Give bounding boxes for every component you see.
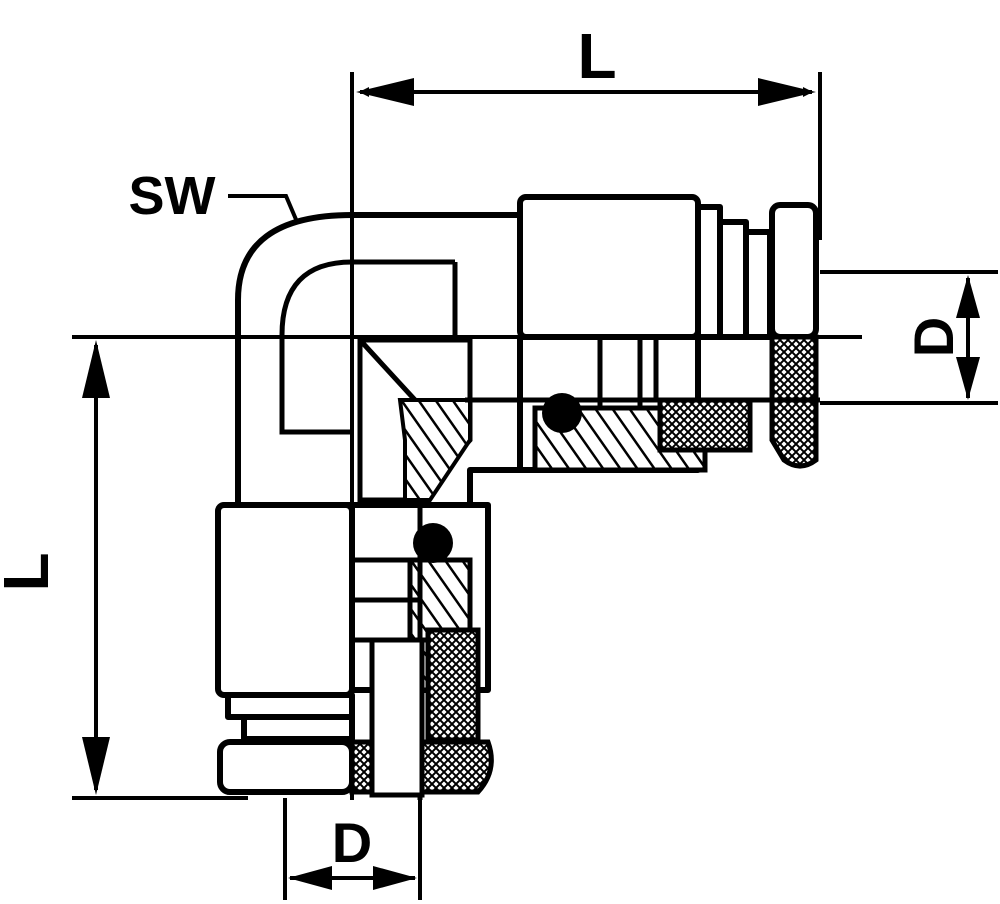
right-port-oring <box>542 393 582 433</box>
arrow-right-top <box>956 275 980 318</box>
bottom-port-release-collar <box>217 739 355 795</box>
dimension-bottom-diameter: D <box>283 798 422 900</box>
bottom-port-seal-section <box>425 627 481 743</box>
arrow-left-top <box>82 340 110 398</box>
bottom-port-oring <box>413 523 453 563</box>
bore-miter-line <box>358 338 417 402</box>
bottom-port-ring-1 <box>225 692 355 720</box>
bottom-port <box>215 500 494 800</box>
right-port <box>465 194 820 473</box>
bottom-port-collet-sleeve <box>215 502 355 698</box>
right-port-ring-1 <box>695 204 723 340</box>
right-port-ring-2 <box>717 219 749 340</box>
arrow-top-right <box>758 78 816 106</box>
label-diameter-bottom: D <box>332 811 372 874</box>
label-diameter-right: D <box>902 317 965 357</box>
elbow-body <box>235 212 533 513</box>
dimension-right-diameter: D <box>820 270 998 405</box>
wrench-size-callout: SW <box>129 166 343 323</box>
arrow-left-bottom <box>82 737 110 795</box>
elbow-inner-bend <box>279 259 455 435</box>
bottom-port-ring-2 <box>241 714 355 742</box>
label-wrench-size: SW <box>129 166 216 226</box>
right-port-ring-3 <box>743 229 773 340</box>
right-port-release-collar <box>769 202 819 340</box>
dimension-left-length: L <box>0 335 248 800</box>
label-length-top: L <box>577 20 616 92</box>
right-port-seal-section <box>657 397 753 453</box>
arrow-bottom-left <box>288 866 332 890</box>
right-port-collet-sleeve <box>517 194 701 340</box>
arrow-bottom-right <box>373 866 417 890</box>
arrow-top-left <box>356 78 414 106</box>
label-length-left: L <box>0 552 62 591</box>
bottom-port-tube-bore <box>369 637 425 798</box>
arrow-right-bottom <box>956 357 980 400</box>
